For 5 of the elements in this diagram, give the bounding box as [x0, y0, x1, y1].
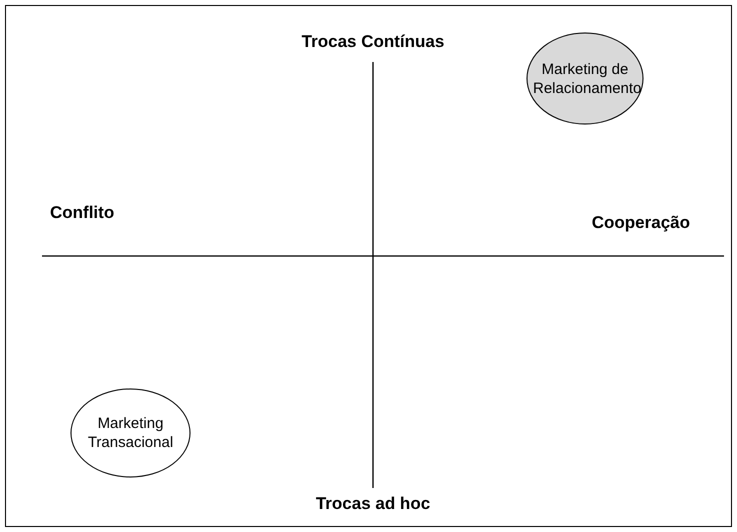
axis-label: Trocas Contínuas: [302, 32, 444, 52]
axis-label: Cooperação: [592, 213, 690, 233]
axis-label: Trocas ad hoc: [316, 494, 430, 514]
axis-label: Conflito: [50, 203, 114, 223]
node-label: Marketing Transacional: [86, 414, 174, 452]
